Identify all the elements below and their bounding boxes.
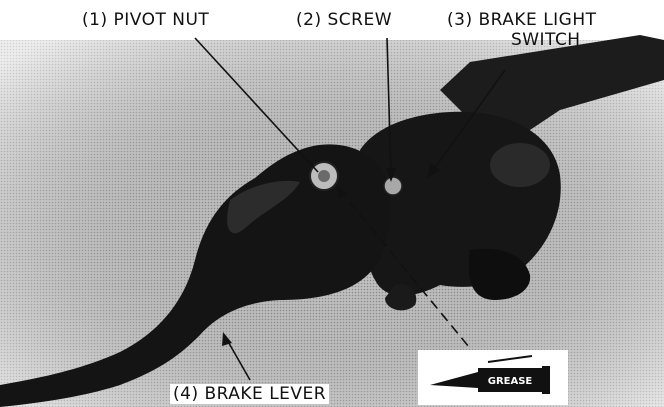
brake-light-switch-label: (3) BRAKE LIGHT SWITCH	[447, 10, 597, 50]
grease-tube-icon: GREASE	[418, 350, 568, 405]
pivot-nut-label: (1) PIVOT NUT	[82, 10, 209, 30]
brake-lever-label: (4) BRAKE LEVER	[170, 384, 329, 404]
screw-label: (2) SCREW	[296, 10, 392, 30]
brake-light-switch-label-line2: SWITCH	[495, 30, 597, 50]
grease-label: GREASE	[488, 376, 533, 387]
brake-light-switch-label-line1: (3) BRAKE LIGHT	[447, 10, 597, 30]
screw	[384, 177, 402, 195]
